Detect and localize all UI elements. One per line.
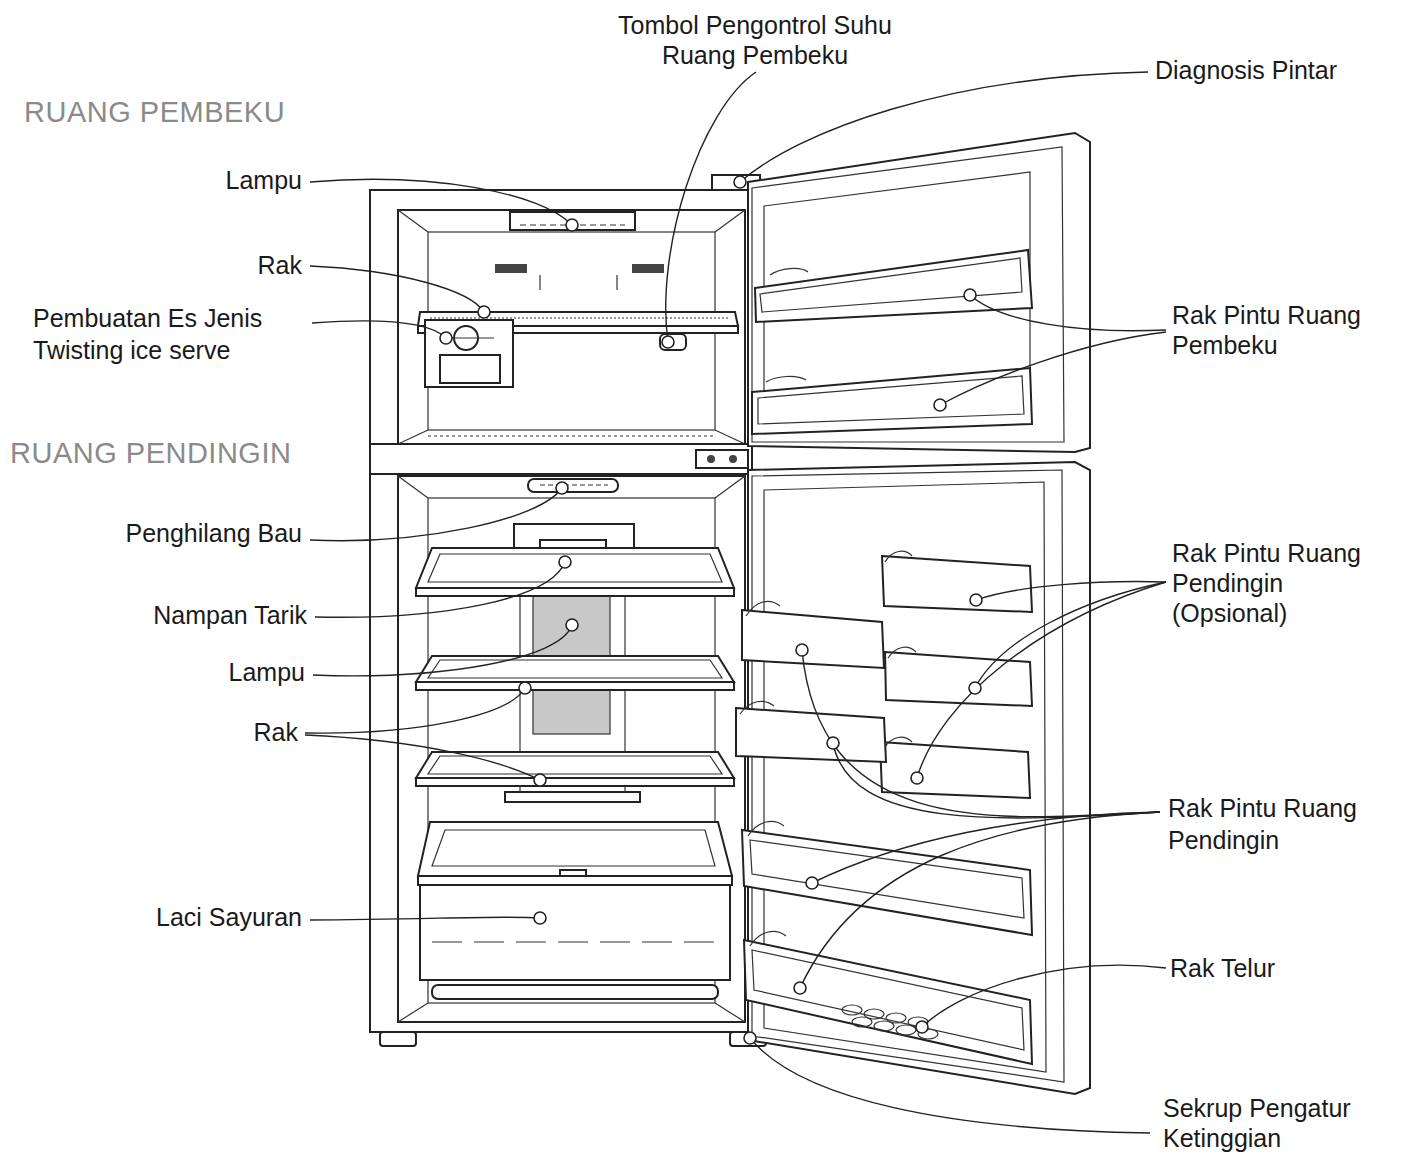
part-label: Rak Telur <box>1170 953 1370 983</box>
part-label: Penghilang Bau <box>82 518 302 548</box>
part-label: Nampan Tarik <box>87 600 307 630</box>
part-label: Tombol Pengontrol Suhu Ruang Pembeku <box>607 10 903 70</box>
section-heading: RUANG PENDINGIN <box>10 438 350 468</box>
foot <box>380 1032 416 1046</box>
fridge-door <box>736 462 1090 1094</box>
cabinet-body <box>370 190 752 1032</box>
compartment-divider <box>370 444 752 474</box>
part-label: Lampu <box>185 657 305 687</box>
hinge <box>696 450 748 468</box>
fridge-compartment <box>398 476 745 1022</box>
part-label: Laci Sayuran <box>82 902 302 932</box>
leader-lines <box>305 72 1166 1133</box>
part-label: Rak Pintu Ruang Pendingin (Opsional) <box>1172 538 1398 628</box>
part-label: Rak <box>182 250 302 280</box>
callout-dots <box>440 176 982 1044</box>
part-label: Pembuatan Es Jenis Twisting ice serve <box>33 302 313 366</box>
part-label: Lampu <box>182 165 302 195</box>
part-label: Rak Pintu Ruang Pendingin <box>1168 792 1394 856</box>
part-label: Rak <box>178 717 298 747</box>
freezer-door <box>748 133 1090 452</box>
part-label: Sekrup Pengatur Ketinggian <box>1163 1093 1389 1153</box>
section-heading: RUANG PEMBEKU <box>24 97 344 127</box>
freezer-compartment <box>398 210 745 444</box>
part-label: Rak Pintu Ruang Pembeku <box>1172 300 1398 360</box>
part-label: Diagnosis Pintar <box>1155 55 1395 85</box>
